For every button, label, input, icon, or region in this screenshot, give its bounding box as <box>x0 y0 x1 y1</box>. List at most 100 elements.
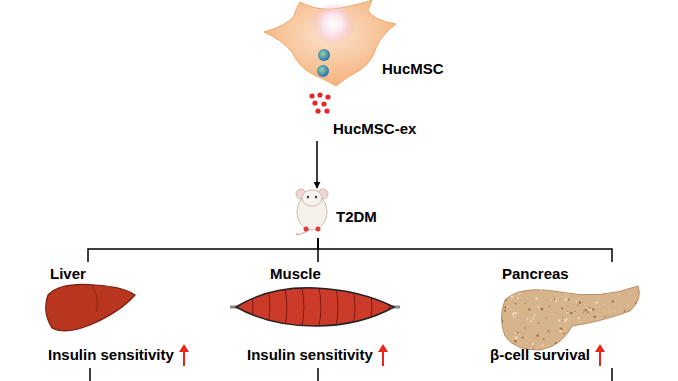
node-label: Pancreas <box>502 265 569 283</box>
pancreas-speckle <box>499 298 500 299</box>
pancreas-speckle <box>570 312 573 315</box>
pancreas-speckle <box>563 341 565 343</box>
pancreas-speckle <box>532 343 534 345</box>
pancreas-speckle <box>577 304 578 305</box>
pancreas-speckle <box>618 350 621 353</box>
pancreas-speckle <box>583 327 585 329</box>
pancreas-speckle <box>500 303 502 305</box>
pancreas-speckle <box>627 328 629 330</box>
pancreas-speckle <box>628 321 629 322</box>
pancreas-speckle <box>592 308 595 311</box>
pancreas-speckle <box>565 298 568 301</box>
pancreas-speckle <box>569 285 571 287</box>
pancreas-speckle <box>566 318 568 320</box>
pancreas-speckle <box>595 292 597 294</box>
pancreas-speckle <box>561 307 563 309</box>
pancreas-speckle <box>514 312 517 315</box>
pancreas-speckle <box>555 342 558 345</box>
pancreas-speckle <box>583 310 585 312</box>
muscle-fiber <box>352 284 355 330</box>
pancreas-speckle <box>561 340 563 342</box>
pancreas-speckle <box>579 321 580 322</box>
pancreas-speckle <box>639 286 642 289</box>
pancreas-speckle <box>525 303 526 304</box>
node-label: HucMSC-ex <box>333 120 416 138</box>
pancreas-speckle <box>546 283 547 284</box>
pancreas-speckle <box>548 325 549 326</box>
effect-label: Insulin sensitivity <box>247 346 373 364</box>
increase-arrow <box>595 344 605 366</box>
node-label: HucMSC <box>382 60 444 78</box>
pancreas-speckle <box>567 310 568 311</box>
pancreas-speckle <box>593 342 595 344</box>
pancreas-speckle <box>571 334 573 336</box>
pancreas-speckle <box>561 286 564 289</box>
pancreas-speckle <box>528 308 530 310</box>
pancreas-speckle <box>514 340 517 343</box>
pancreas-speckle <box>530 320 532 322</box>
pancreas-speckle <box>588 287 590 289</box>
pancreas-speckle <box>631 324 634 327</box>
pancreas-speckle <box>547 330 549 332</box>
mouse <box>296 189 328 234</box>
organ-node: Pancreasβ-cell survival <box>480 262 660 369</box>
pancreas-speckle <box>618 294 620 296</box>
pancreas-speckle <box>534 315 535 316</box>
pancreas-speckle <box>537 306 539 308</box>
pancreas-speckle <box>589 308 592 311</box>
pancreas-speckle <box>640 350 642 352</box>
pancreas-speckle <box>636 281 638 283</box>
pancreas-speckle <box>541 308 544 311</box>
model-node: T2DM <box>285 188 390 238</box>
pancreas-speckle <box>566 312 568 314</box>
node-label: T2DM <box>336 208 377 226</box>
pancreas-speckle <box>589 291 592 294</box>
flow-arrow <box>316 141 318 188</box>
pancreas-speckle <box>585 309 588 312</box>
pancreas-speckle <box>505 306 507 308</box>
pancreas-speckle <box>534 315 535 316</box>
node-label: Liver <box>50 265 86 283</box>
muscle-fiber <box>318 284 321 330</box>
pancreas-speckle <box>595 281 597 283</box>
pancreas-speckle <box>519 293 521 295</box>
muscle-fiber <box>301 284 304 330</box>
pancreas-speckle <box>586 308 587 309</box>
pancreas-speckle <box>595 301 598 304</box>
pancreas-speckle <box>515 303 517 305</box>
stem-cell <box>264 0 396 86</box>
continuation-lines <box>90 368 612 381</box>
pancreas-speckle <box>535 297 538 300</box>
pancreas-speckle <box>511 296 514 299</box>
pancreas-speckle <box>563 319 566 322</box>
pancreas-speckle <box>618 333 620 335</box>
pancreas-speckle <box>638 336 641 339</box>
pancreas-speckle <box>509 291 510 292</box>
pancreas-speckle <box>594 342 596 344</box>
pancreas-speckle <box>559 330 562 333</box>
pancreas-speckle <box>632 341 635 344</box>
pancreas-speckle <box>550 299 552 301</box>
liver <box>46 284 135 330</box>
pancreas-speckle <box>507 306 509 308</box>
pancreas-speckle <box>536 334 539 337</box>
pancreas-speckle <box>584 291 586 293</box>
pancreas-speckle <box>524 327 526 329</box>
pancreas-speckle <box>620 348 622 350</box>
pancreas-speckle <box>512 312 515 315</box>
pancreas-speckle <box>575 339 578 342</box>
pancreas-speckle <box>554 299 556 301</box>
pancreas-speckle <box>612 300 614 302</box>
muscle-fiber <box>386 284 389 330</box>
pancreas-speckle <box>552 287 554 289</box>
pancreas-speckle <box>579 301 582 304</box>
effect-label: Insulin sensitivity <box>48 346 174 364</box>
pancreas-speckle <box>590 327 592 329</box>
pancreas-speckle <box>522 284 523 285</box>
increase-arrow <box>378 344 388 366</box>
pancreas-speckle <box>624 310 626 312</box>
pancreas-speckle <box>603 304 604 305</box>
pancreas-speckle <box>509 343 510 344</box>
